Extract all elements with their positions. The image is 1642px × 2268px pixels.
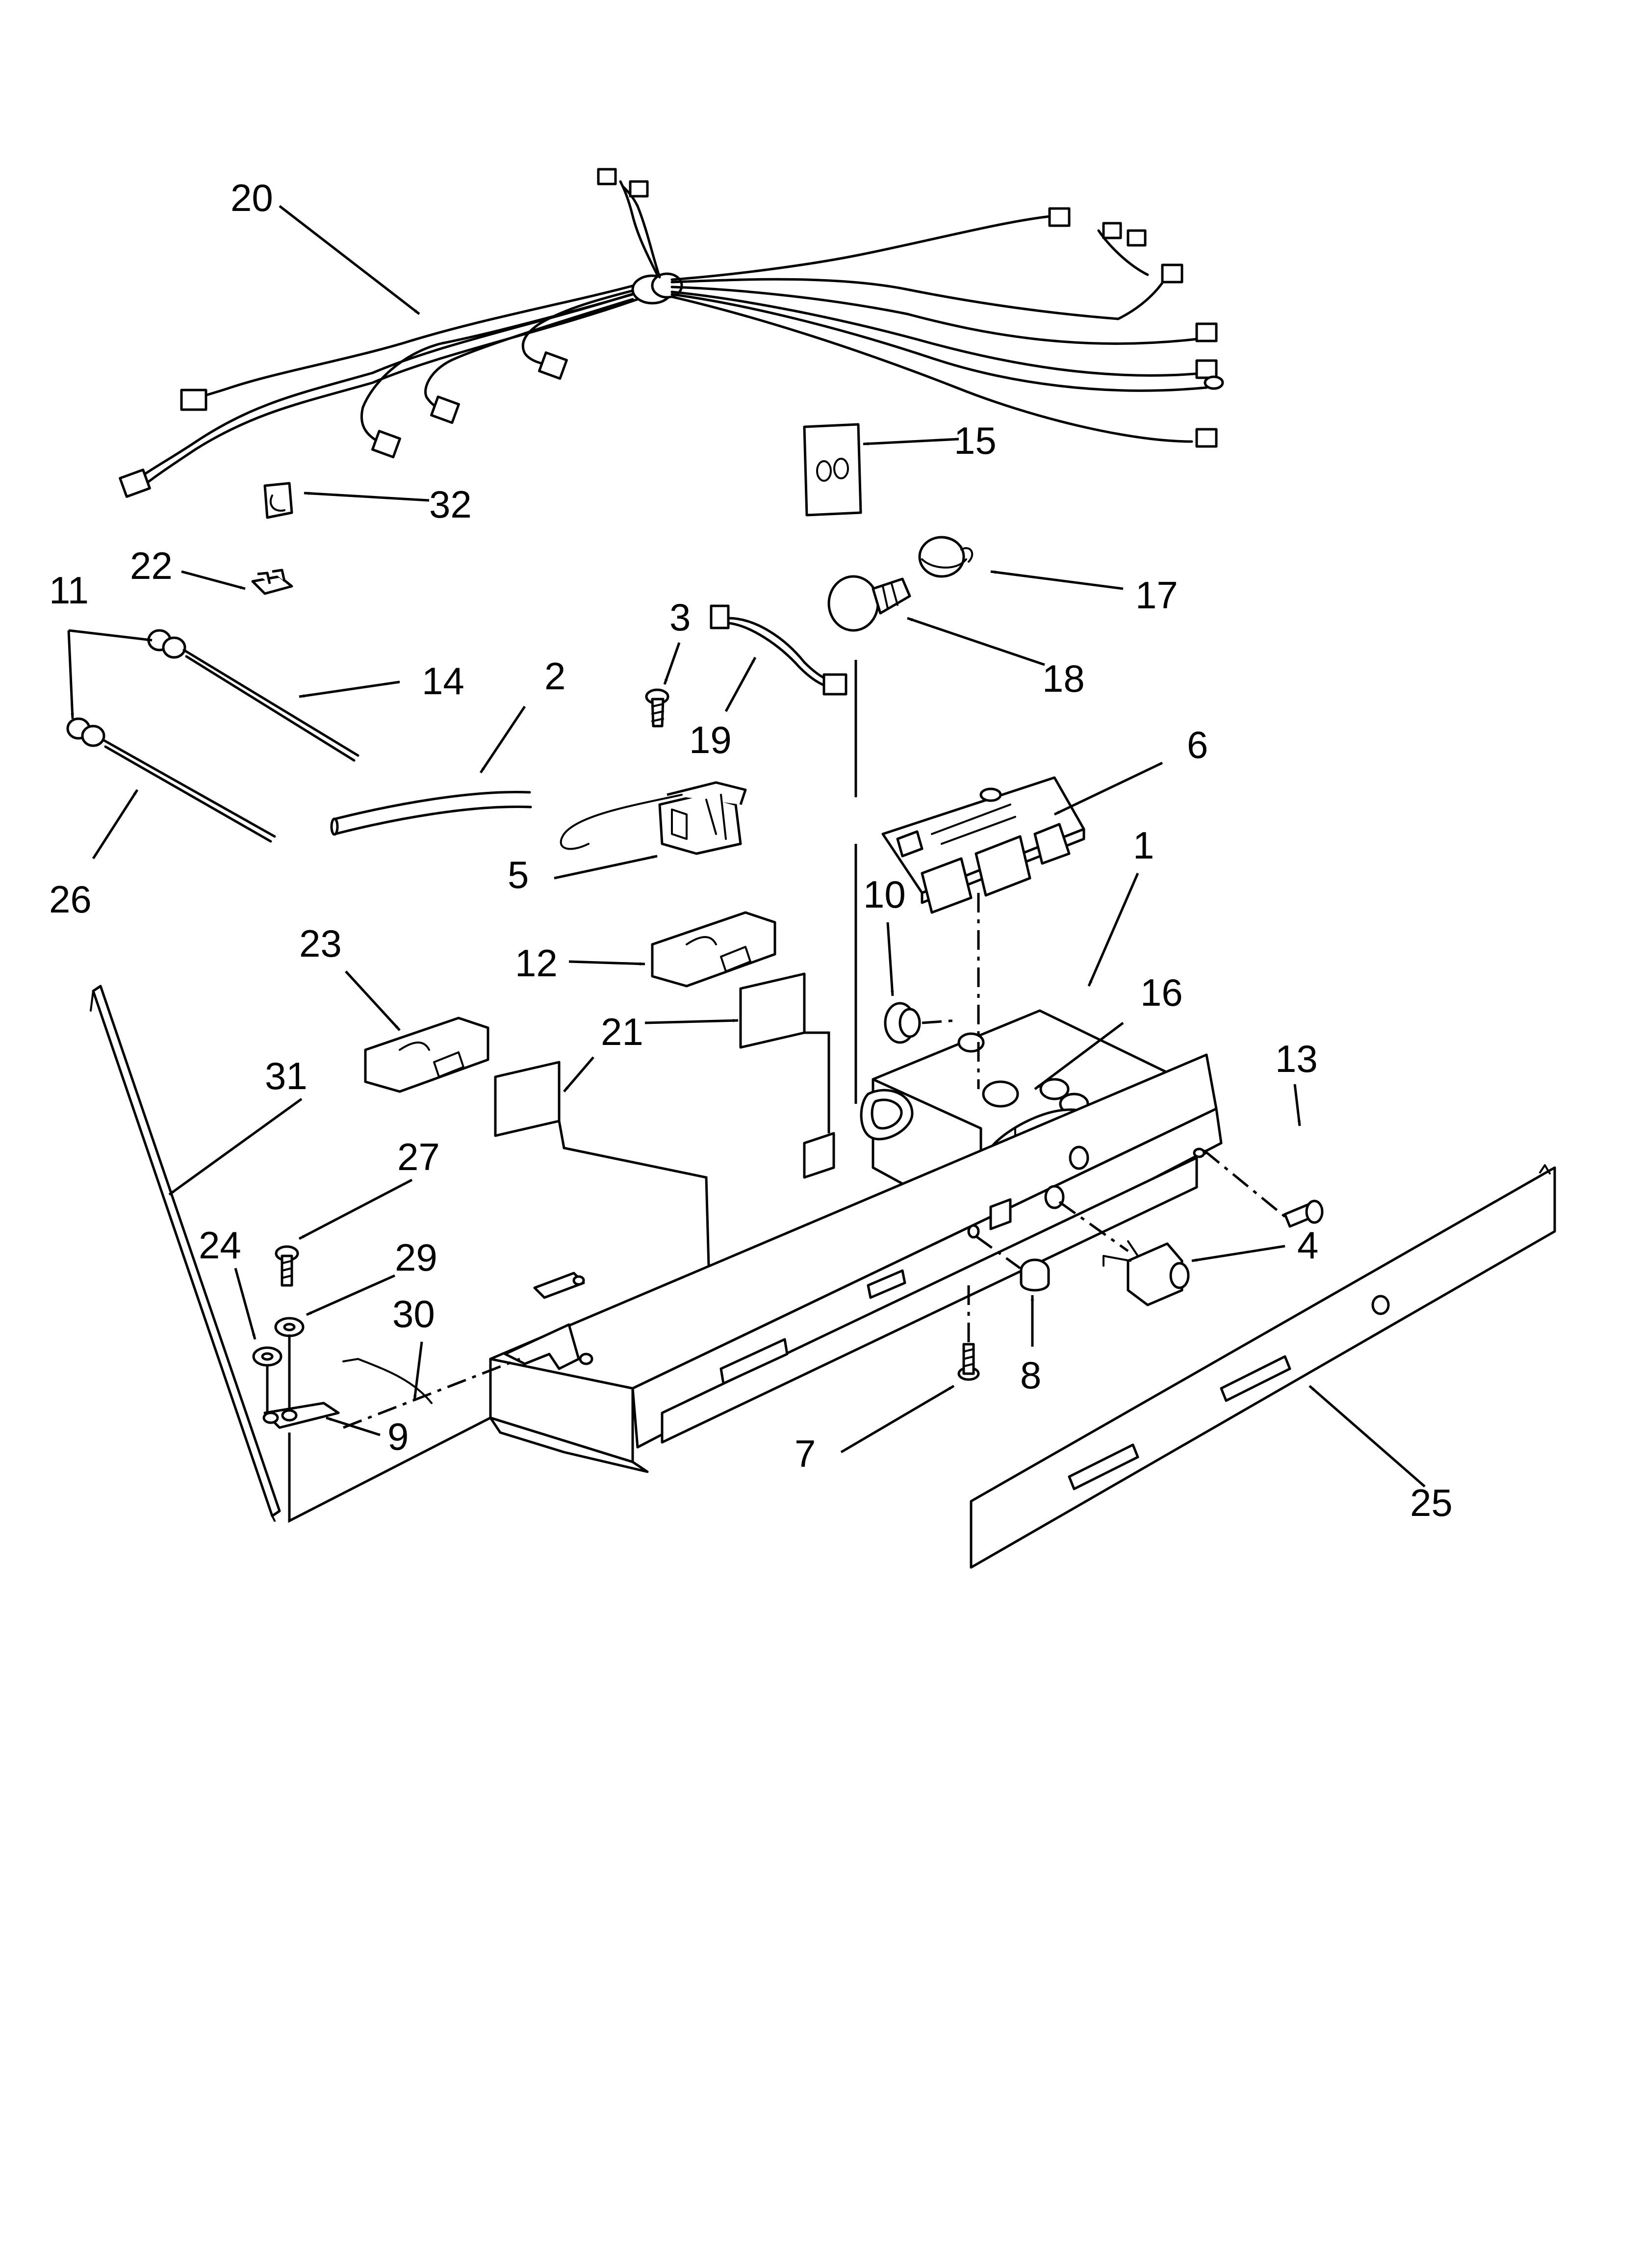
callout-16: 16 xyxy=(1140,971,1183,1014)
callout-26: 26 xyxy=(49,878,92,921)
wire-harness xyxy=(119,168,1224,498)
callout-24: 24 xyxy=(199,1224,241,1267)
control-housing-1 xyxy=(489,1009,1223,1473)
callout-17: 17 xyxy=(1135,574,1178,617)
callout-5: 5 xyxy=(508,853,529,896)
plug-10 xyxy=(884,1002,957,1044)
rod-26 xyxy=(102,738,276,843)
front-panel-25 xyxy=(970,1164,1556,1569)
callout-6: 6 xyxy=(1187,723,1208,766)
leader-arrows xyxy=(67,205,1426,1487)
callout-3: 3 xyxy=(669,596,691,639)
callout-29: 29 xyxy=(395,1236,437,1279)
callout-30: 30 xyxy=(392,1292,435,1335)
wire-19 xyxy=(710,604,847,696)
callout-14: 14 xyxy=(422,659,464,703)
callout-27: 27 xyxy=(397,1135,440,1178)
button-8 xyxy=(975,1235,1050,1292)
screw-13 xyxy=(1203,1149,1324,1228)
lamp-socket-17 xyxy=(918,536,974,578)
control-board-6 xyxy=(881,776,1085,914)
light-bulb-18 xyxy=(827,575,911,632)
callout-8: 8 xyxy=(1020,1354,1041,1397)
callout-10: 10 xyxy=(863,873,906,916)
callout-labels: 20 32 15 17 18 22 11 3 14 2 19 6 26 5 1 … xyxy=(49,176,1453,1524)
switch-5 xyxy=(560,781,747,855)
hinge-hardware xyxy=(252,1245,520,1523)
callout-7: 7 xyxy=(795,1432,816,1475)
callout-15: 15 xyxy=(954,419,997,462)
bracket-22 xyxy=(251,569,293,595)
callout-18: 18 xyxy=(1042,657,1085,700)
grommets-11 xyxy=(66,629,186,747)
screw-3 xyxy=(645,688,669,728)
callout-22: 22 xyxy=(130,544,173,587)
callout-12: 12 xyxy=(515,941,558,985)
callout-19: 19 xyxy=(689,718,732,761)
clip-32 xyxy=(263,482,293,519)
callout-11: 11 xyxy=(49,569,89,612)
callout-32: 32 xyxy=(429,483,472,526)
callout-21: 21 xyxy=(601,1010,643,1053)
callout-25: 25 xyxy=(1410,1481,1453,1524)
bracket-23 xyxy=(364,1017,489,1093)
callout-31: 31 xyxy=(265,1054,308,1097)
callout-2: 2 xyxy=(544,654,565,698)
strip-31 xyxy=(90,985,281,1522)
tube-2 xyxy=(330,790,532,836)
callout-4: 4 xyxy=(1297,1224,1318,1267)
callout-23: 23 xyxy=(299,922,342,965)
callout-9: 9 xyxy=(387,1415,409,1458)
labels-21 xyxy=(494,972,830,1355)
callout-20: 20 xyxy=(231,176,273,219)
callout-13: 13 xyxy=(1275,1037,1318,1080)
knob-4 xyxy=(1058,1200,1190,1306)
pad-15 xyxy=(803,423,862,517)
rod-14 xyxy=(182,649,359,762)
screw-7 xyxy=(957,1285,980,1381)
callout-1: 1 xyxy=(1133,824,1154,867)
bracket-12 xyxy=(651,911,776,988)
